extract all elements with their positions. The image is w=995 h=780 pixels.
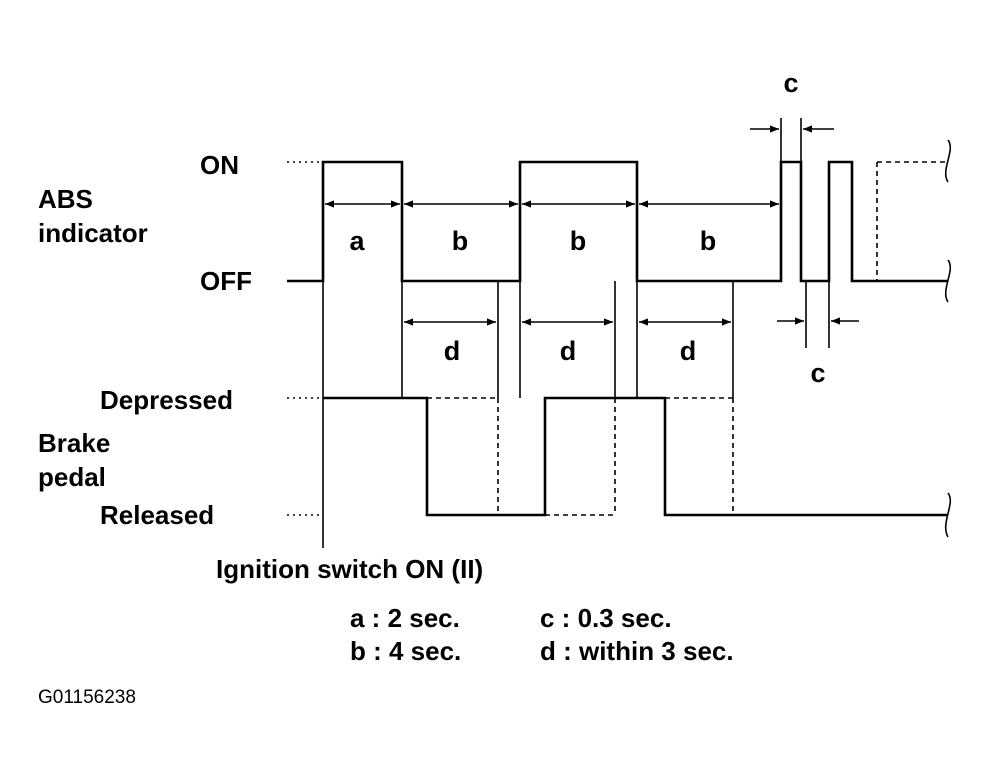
on-level-label: ON <box>200 150 239 180</box>
reference-lines <box>322 118 830 548</box>
abs-indicator-label-2: indicator <box>38 218 148 248</box>
legend-b: b : 4 sec. <box>350 636 461 666</box>
interval-c-top-label: c <box>783 68 798 98</box>
abs-waveform <box>287 139 952 303</box>
interval-d2-label: d <box>560 336 577 366</box>
released-level-label: Released <box>100 500 214 530</box>
interval-letters: a b b b d d d c c <box>349 68 825 388</box>
brake-pedal-label-2: pedal <box>38 462 106 492</box>
legend-a: a : 2 sec. <box>350 603 460 633</box>
figure-id: G01156238 <box>38 687 136 708</box>
off-level-label: OFF <box>200 266 252 296</box>
interval-b3-label: b <box>700 226 717 256</box>
brake-pedal-label: Brake <box>38 428 110 458</box>
abs-indicator-label: ABS <box>38 184 93 214</box>
depressed-level-label: Depressed <box>100 385 233 415</box>
interval-a-label: a <box>349 226 365 256</box>
interval-b2-label: b <box>570 226 587 256</box>
interval-d3-label: d <box>680 336 697 366</box>
interval-d1-label: d <box>444 336 461 366</box>
ignition-switch-label: Ignition switch ON (II) <box>216 554 483 584</box>
interval-b1-label: b <box>452 226 469 256</box>
brake-pedal-waveform <box>287 396 952 538</box>
legend-c: c : 0.3 sec. <box>540 603 672 633</box>
legend-d: d : within 3 sec. <box>540 636 734 666</box>
interval-c-bottom-label: c <box>810 358 825 388</box>
interval-arrows <box>325 125 859 326</box>
